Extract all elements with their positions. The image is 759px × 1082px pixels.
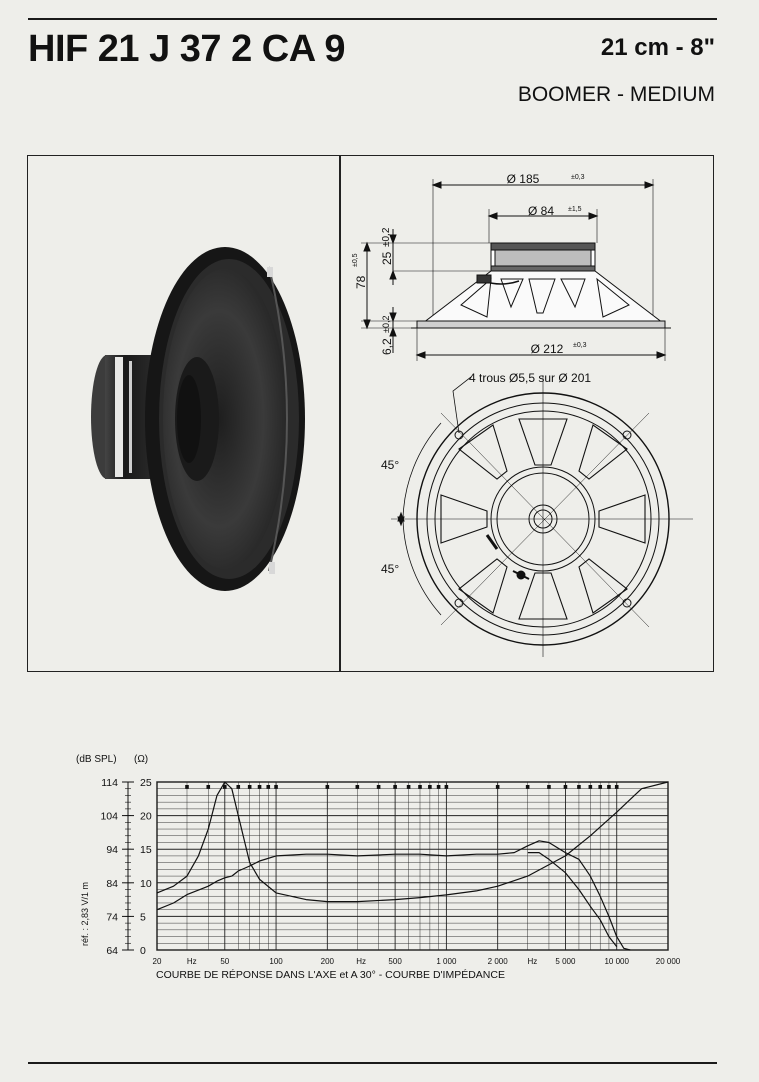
dim-d84: Ø 84 — [528, 204, 554, 218]
size-label: 21 cm - 8" — [600, 34, 715, 61]
chart-series — [156, 781, 669, 951]
grid-marker — [406, 785, 411, 789]
magnet-ring — [115, 357, 123, 477]
grid-marker — [222, 785, 227, 789]
y-axis-label: réf. : 2,83 V/1 m — [80, 882, 90, 946]
bottom-rule — [28, 1062, 717, 1064]
dim-h78: 78 — [354, 275, 368, 289]
dim-h62-tol: ±0,2 — [381, 316, 391, 333]
y-right-tick-label: 20 — [140, 811, 152, 823]
dim-holes-note: 4 trous Ø5,5 sur Ø 201 — [469, 371, 591, 385]
y-right-tick-label: 10 — [140, 878, 152, 890]
grid-marker — [444, 785, 449, 789]
y-axis-left: 64 74 84 94 104 114 — [100, 777, 134, 957]
dim-d185: Ø 185 — [507, 172, 540, 186]
x-tick-label: 200 — [321, 957, 335, 966]
grid-marker — [257, 785, 262, 789]
grid-marker — [325, 785, 330, 789]
type-label: BOOMER - MEDIUM — [517, 83, 715, 106]
grid-marker — [355, 785, 360, 789]
top-rule — [28, 18, 717, 20]
grid-marker — [588, 785, 593, 789]
y-right-unit: (Ω) — [134, 754, 148, 765]
x-tick-label: 50 — [220, 957, 229, 966]
chart-grid — [156, 781, 669, 951]
grid-marker — [185, 785, 189, 789]
grid-marker — [436, 785, 441, 789]
grid-marker — [577, 785, 581, 789]
figure-frame — [27, 155, 714, 672]
response-chart: 64 74 84 94 104 114 0 5 10 15 20 25 20 50 100 200 500 1… — [76, 754, 681, 981]
dim-h25: 25 — [380, 251, 394, 265]
dimension-drawing: Ø 185 ±0,3 Ø 84 ±1,5 78 ±0,5 25 ±0,2 6,2… — [352, 172, 693, 657]
grid-marker — [563, 785, 568, 789]
angle-bottom: 45° — [381, 562, 399, 576]
grid-marker — [274, 785, 278, 789]
dim-d212-tol: ±0,3 — [573, 342, 587, 349]
grid-marker — [247, 785, 252, 789]
x-tick-label: 20 000 — [656, 957, 681, 966]
series-impedance — [156, 781, 669, 903]
grid-marker — [376, 785, 381, 789]
series-spl_axis — [156, 840, 631, 951]
y-left-tick-label: 94 — [106, 844, 118, 856]
y-right-tick-label: 5 — [140, 911, 146, 923]
grid-marker — [418, 785, 422, 789]
y-axis-right: 0 5 10 15 20 25 — [140, 777, 152, 957]
y-right-tick-label: 15 — [140, 844, 152, 856]
grid-marker — [598, 785, 603, 789]
grid-marker — [266, 785, 271, 789]
y-right-tick-label: 0 — [140, 945, 146, 957]
model-title: HIF 21 J 37 2 CA 9 — [28, 28, 345, 70]
x-tick-label: 500 — [388, 957, 402, 966]
grid-marker — [525, 785, 530, 789]
x-axis-ticks: 20 50 100 200 500 1 000 2 000 5 000 10 000 20 000… — [153, 957, 681, 966]
dim-h25-tol: ±0,2 — [381, 227, 392, 247]
grid-marker — [428, 785, 432, 789]
grid-marker — [547, 785, 551, 789]
figure-divider — [339, 155, 341, 672]
x-tick-label: 20 — [153, 957, 162, 966]
y-left-tick-label: 64 — [106, 945, 118, 957]
x-tick-label: 1 000 — [436, 957, 457, 966]
x-tick-label: 5 000 — [555, 957, 576, 966]
dim-d185-tol: ±0,3 — [571, 174, 585, 181]
x-unit-label: Hz — [528, 957, 538, 966]
x-tick-label: 100 — [269, 957, 283, 966]
grid-marker — [614, 785, 619, 789]
dim-h78-tol: ±0,5 — [352, 253, 359, 267]
dim-d212: Ø 212 — [531, 342, 564, 356]
y-left-tick-label: 74 — [106, 911, 118, 923]
y-left-tick-label: 114 — [101, 777, 118, 789]
grid-marker — [206, 785, 211, 789]
x-unit-label: Hz — [187, 957, 197, 966]
x-tick-label: 10 000 — [604, 957, 629, 966]
chart-caption: COURBE DE RÉPONSE DANS L'AXE et A 30° - … — [156, 968, 505, 981]
dim-d84-tol: ±1,5 — [568, 206, 582, 213]
y-left-tick-label: 104 — [100, 811, 118, 823]
series-spl_30deg — [527, 851, 618, 947]
x-unit-label: Hz — [356, 957, 366, 966]
y-right-tick-label: 25 — [140, 777, 152, 789]
plot-border — [156, 781, 669, 951]
speaker-photo — [91, 247, 305, 591]
front-view — [391, 375, 693, 657]
x-tick-label: 2 000 — [488, 957, 509, 966]
dim-h62: 6,2 — [380, 338, 394, 355]
angle-top: 45° — [381, 458, 399, 472]
y-left-unit: (dB SPL) — [76, 754, 117, 765]
y-left-tick-label: 84 — [106, 878, 118, 890]
speaker-cone — [163, 269, 287, 569]
grid-marker — [393, 785, 397, 789]
grid-marker — [495, 785, 500, 789]
grid-marker — [607, 785, 611, 789]
grid-marker — [236, 785, 241, 789]
